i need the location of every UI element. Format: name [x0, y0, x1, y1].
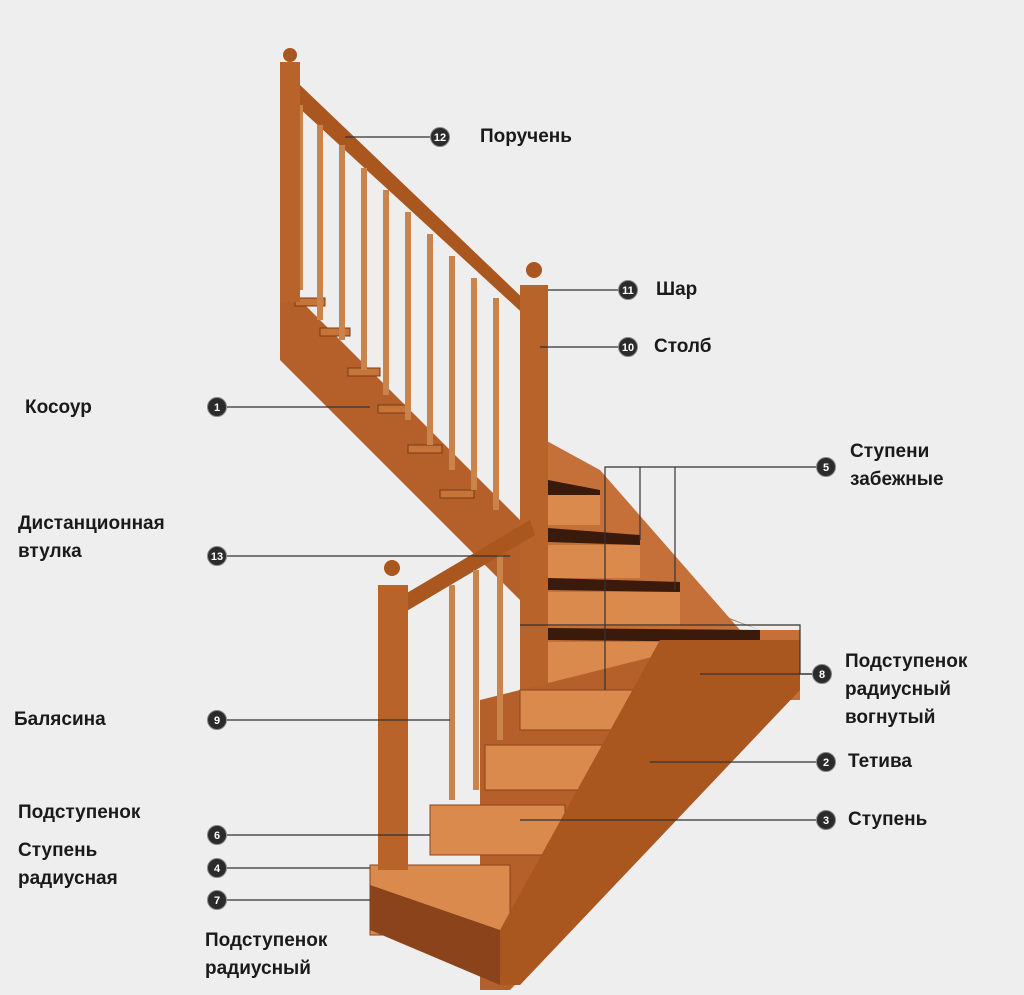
winder-steps	[545, 440, 800, 700]
marker-3: 3	[816, 810, 836, 830]
label-spacer-line1: Дистанционная	[18, 513, 165, 534]
label-spacer: Дистанционная втулка	[18, 510, 165, 566]
upper-flight	[280, 297, 760, 630]
label-concave-riser-line2: радиусный	[845, 679, 951, 700]
label-concave-riser: Подступенок радиусный вогнутый	[845, 648, 967, 732]
marker-4: 4	[207, 858, 227, 878]
marker-1: 1	[207, 397, 227, 417]
marker-12: 12	[430, 127, 450, 147]
label-baluster: Балясина	[14, 709, 106, 730]
marker-8: 8	[812, 664, 832, 684]
label-bowstring: Тетива	[848, 751, 912, 772]
marker-11: 11	[618, 280, 638, 300]
marker-7: 7	[207, 890, 227, 910]
label-concave-riser-line1: Подступенок	[845, 651, 968, 672]
label-winders-line1: Ступени	[850, 441, 930, 462]
marker-13: 13	[207, 546, 227, 566]
lower-railing	[378, 520, 535, 870]
label-radius-riser-line2: радиусный	[205, 958, 311, 979]
marker-6: 6	[207, 825, 227, 845]
leader-lines	[227, 136, 816, 901]
label-spacer-line2: втулка	[18, 541, 82, 562]
label-winders: Ступени забежные	[850, 438, 944, 494]
label-riser: Подступенок	[18, 802, 141, 823]
label-post: Столб	[654, 336, 712, 357]
label-radius-riser: Подступенок радиусный	[205, 927, 327, 983]
label-stringer: Косоур	[25, 397, 92, 418]
label-radius-tread-line1: Ступень	[18, 840, 98, 861]
label-concave-riser-line3: вогнутый	[845, 707, 936, 728]
marker-9: 9	[207, 710, 227, 730]
label-radius-riser-line1: Подступенок	[205, 930, 328, 951]
label-radius-tread-line2: радиусная	[18, 868, 118, 889]
label-ball: Шар	[656, 279, 698, 300]
middle-post	[520, 262, 548, 705]
label-winders-line2: забежные	[850, 469, 944, 490]
marker-10: 10	[618, 337, 638, 357]
label-radius-tread: Ступень радиусная	[18, 837, 118, 893]
handrail-upper	[285, 85, 530, 320]
marker-5: 5	[816, 457, 836, 477]
top-post	[280, 48, 300, 302]
marker-2: 2	[816, 752, 836, 772]
lower-flight	[369, 640, 800, 990]
label-handrail: Поручень	[480, 126, 572, 147]
label-tread: Ступень	[848, 809, 928, 830]
